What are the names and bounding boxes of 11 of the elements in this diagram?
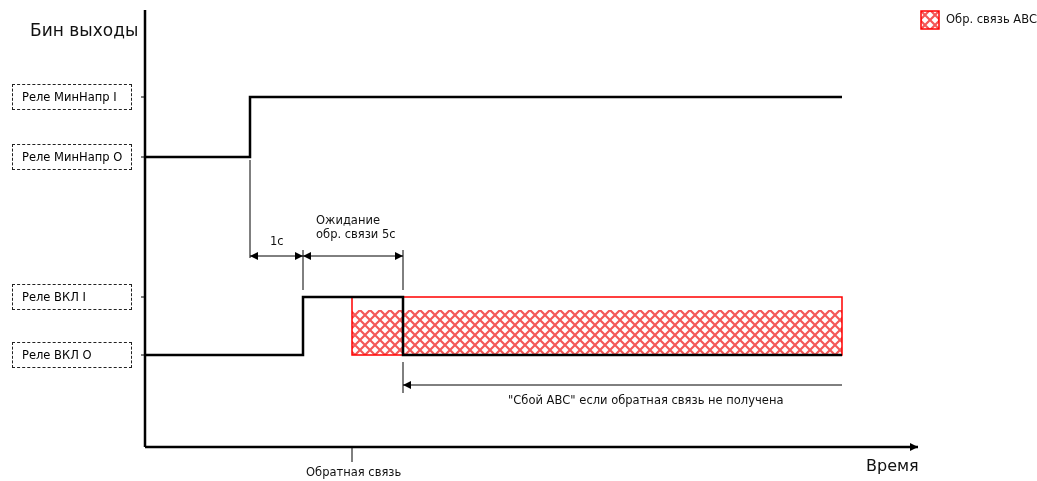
relay-label: Реле МинНапр O <box>12 144 132 170</box>
axis-title: Бин выходы <box>30 20 139 42</box>
fault-note: "Сбой АВС" если обратная связь не получена <box>508 393 784 408</box>
relay-label: Реле ВКЛ O <box>12 342 132 368</box>
axis-title: Время <box>866 456 919 476</box>
legend-label: Обр. связь АВС <box>946 12 1037 26</box>
axis-label: Обратная связь <box>306 465 402 480</box>
timing-note: Ожидание обр. связи 5с <box>316 213 397 242</box>
timing-note: 1с <box>270 234 284 249</box>
relay-label: Реле ВКЛ I <box>12 284 132 310</box>
relay-label: Реле МинНапр I <box>12 84 132 110</box>
